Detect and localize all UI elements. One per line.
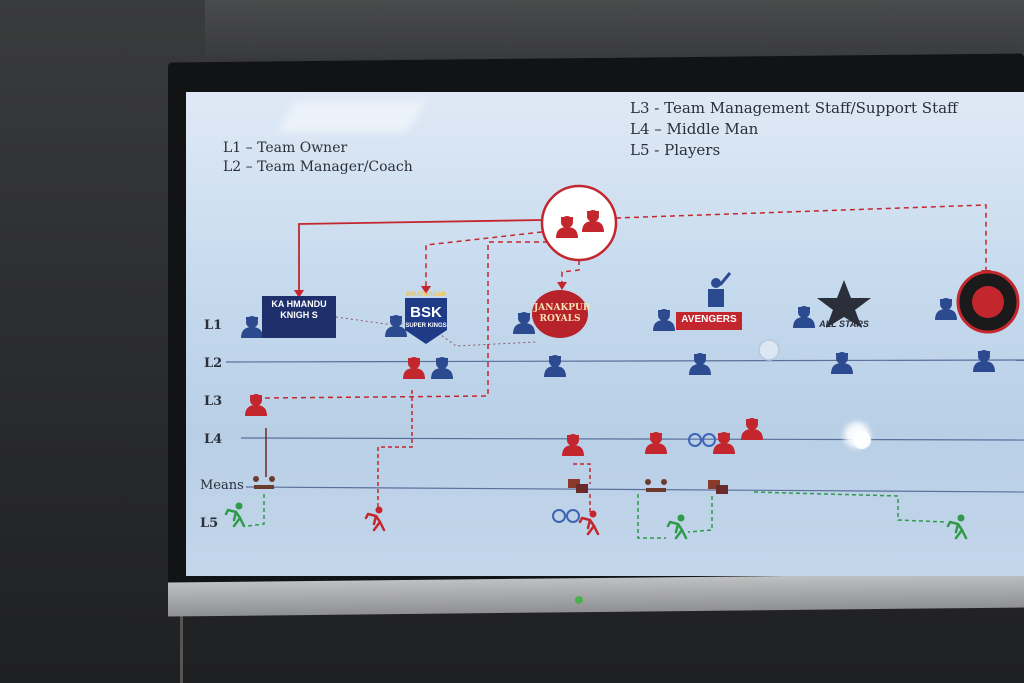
team-lumbini-main: ALL STARS [819, 319, 869, 329]
logo-lumbini [817, 280, 871, 328]
ceiling-fixture [205, 0, 1024, 58]
link-l3 [263, 241, 548, 399]
chat-icon [568, 479, 588, 493]
level-l1: L1 [204, 318, 223, 333]
logo-avengers [676, 312, 742, 330]
cricket-player-icon-5 [946, 513, 968, 540]
light-reflection [844, 422, 870, 448]
level-l2: L2 [204, 356, 223, 371]
link-kathmandu [298, 219, 543, 292]
logo-kathmandu [262, 296, 336, 338]
diagram-lines [224, 184, 1024, 540]
screen: L1 – Team Owner L2 – Team Manager/Coach … [186, 92, 1024, 576]
team-janakpur: JANAKPUR ROYALS [534, 303, 591, 324]
link-biratnagar [615, 204, 987, 272]
line-means [245, 486, 1024, 493]
legend-l2: L2 – Team Manager/Coach [223, 159, 413, 175]
link-janakpur [561, 260, 580, 284]
team-bsk-sub: SUPER KINGS [405, 323, 447, 329]
logo-bsk [405, 298, 447, 344]
handcuffs-icon [688, 433, 716, 447]
handcuffs-icon-2 [552, 509, 580, 523]
team-bsk-top: BIRATNAGAR [406, 292, 446, 298]
legend-l4: L4 – Middle Man [630, 120, 759, 138]
level-l5: L5 [200, 516, 219, 531]
legend-l5: L5 - Players [630, 141, 721, 159]
logo-janakpur [532, 290, 588, 338]
cricket-batsman-icon [708, 272, 732, 307]
group-icon [540, 184, 618, 262]
meeting-table-icon-2 [645, 479, 667, 492]
team-kathmandu: KA HMANDU KNIGH S [271, 299, 327, 320]
team-bsk-main: BSK [410, 304, 442, 321]
level-means: Means [200, 478, 244, 493]
meeting-table-icon [253, 476, 275, 489]
link-bsk [425, 231, 543, 288]
legend-left: L1 – Team Owner L2 – Team Manager/Coach [223, 139, 413, 177]
team-avengers: AVENGERS [681, 314, 737, 325]
team-lumbini-top: LUMBINI [831, 312, 857, 318]
level-l4: L4 [204, 432, 223, 447]
cricket-player-icon-4 [666, 513, 688, 540]
legend-l1: L1 – Team Owner [223, 140, 348, 156]
legend-l3: L3 - Team Management Staff/Support Staff [630, 99, 958, 117]
power-led [575, 596, 583, 604]
line-l4 [240, 437, 1024, 441]
cable [180, 603, 183, 683]
cricket-player-icon-3 [578, 509, 600, 536]
cricket-player-icon-1 [224, 501, 246, 528]
line-l2 [225, 359, 1024, 363]
level-l3: L3 [204, 394, 223, 409]
chat-icon-2 [708, 480, 728, 494]
legend-right: L3 - Team Management Staff/Support Staff… [630, 98, 958, 161]
cricket-player-icon-2 [364, 505, 386, 532]
